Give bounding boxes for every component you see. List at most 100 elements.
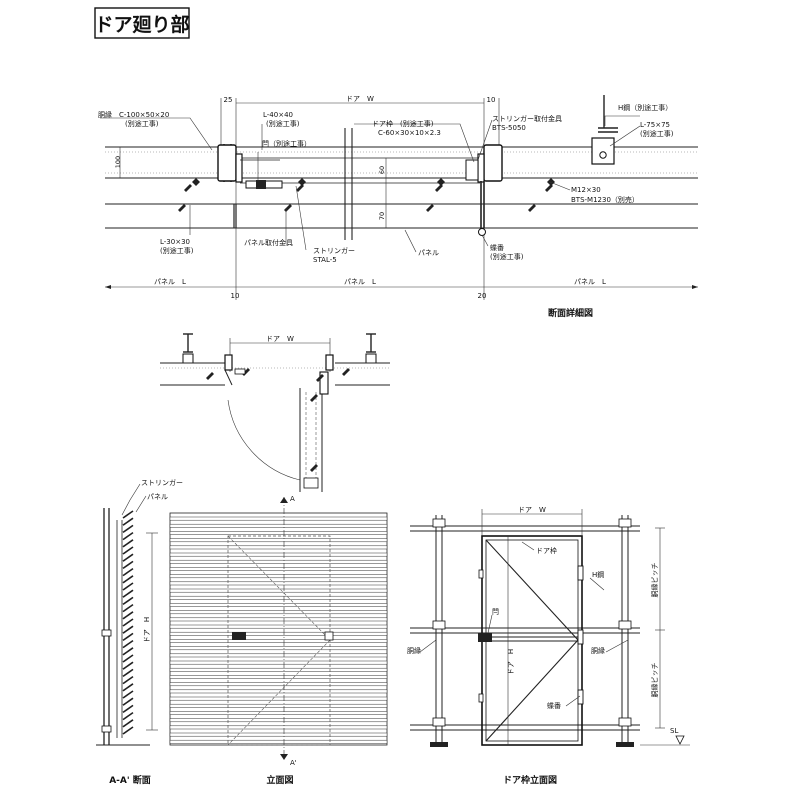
dim-60: 60 <box>378 166 386 174</box>
dim-25: 25 <box>224 96 233 104</box>
elevation-slat <box>169 523 388 528</box>
label-hinge-betto: (別途工事) <box>490 252 524 261</box>
louver-slat <box>122 632 134 642</box>
louver-slat <box>122 539 134 548</box>
elevation-slat <box>169 531 388 535</box>
section-detail: 25 ドア W 10 <box>98 95 698 319</box>
label-l75-betto: (別途工事) <box>640 129 674 138</box>
dim-70: 70 <box>378 212 386 220</box>
dim-panel-l-left: パネル L <box>154 278 186 286</box>
label-panel: パネル <box>418 249 439 257</box>
section-aa: ドア H ストリンガー パネル A-A' 断面 <box>96 478 183 786</box>
louver-slat <box>122 510 134 519</box>
elevation-slat <box>169 617 388 622</box>
label-door-frame-c: C-60×30×10×2.3 <box>378 129 441 137</box>
louver-slat <box>122 603 134 613</box>
frame-label-dobuchi-right: 胴縁 <box>591 646 605 655</box>
dim-20: 20 <box>478 292 487 300</box>
frame-dim-pitch-2: 胴縁ピッチ <box>650 663 659 698</box>
caption-section-aa: A-A' 断面 <box>109 774 151 786</box>
louver-slat <box>122 582 134 591</box>
louver-slat <box>122 647 134 656</box>
dim-100: 100 <box>114 156 122 168</box>
louver-slat <box>122 611 134 620</box>
label-m12: M12×30 <box>571 186 601 194</box>
frame-dim-door-w: ドア W <box>518 506 546 514</box>
elevation-slats <box>169 516 388 744</box>
door-plan: ドア W <box>160 333 390 492</box>
caption-section-detail: 断面詳細図 <box>548 307 593 319</box>
label-hinge: 蝶番 <box>490 243 504 252</box>
label-stringer: ストリンガー <box>313 246 355 255</box>
label-kannuki: 閂（別途工事） <box>262 139 311 148</box>
label-bts5050: BTS-5050 <box>492 124 526 132</box>
caption-frame-elevation: ドア枠立面図 <box>503 774 557 786</box>
label-h-steel: H鋼（別途工事） <box>618 103 672 112</box>
frame-label-kannuki: 閂 <box>492 608 499 616</box>
louver-slat <box>122 517 134 526</box>
aa-label-stringer: ストリンガー <box>141 478 183 487</box>
elevation-slat <box>169 703 388 708</box>
elevation-slat <box>169 588 388 593</box>
dim-10-top: 10 <box>487 96 496 104</box>
louver-slat <box>122 596 134 606</box>
elevation-slat <box>169 516 388 521</box>
frame-label-sl: SL <box>670 727 678 735</box>
louver-slat <box>122 546 134 555</box>
elevation-slat <box>169 725 388 730</box>
louver-slat <box>122 675 134 685</box>
elevation-mark-a: A <box>290 495 295 503</box>
elevation-slat <box>169 711 388 715</box>
label-dobuchi: 胴縁 C-100×50×20 <box>98 110 169 119</box>
dim-panel-l-right: パネル L <box>574 278 606 286</box>
louver-slats-aa <box>122 510 134 735</box>
louver-slat <box>122 683 134 692</box>
aa-label-panel: パネル <box>147 493 168 501</box>
frame-dim-door-h: ドア H <box>507 649 515 675</box>
louver-slat <box>122 575 134 584</box>
label-bts-m1230: BTS-M1230（別売） <box>571 195 639 204</box>
elevation-slat <box>169 696 388 701</box>
label-stal5: STAL-5 <box>313 256 337 264</box>
elevation-slat <box>169 538 388 543</box>
elevation-slat <box>169 639 388 643</box>
frame-dim-pitch-1: 胴縁ピッチ <box>650 563 659 598</box>
elevation-slat <box>169 646 388 651</box>
elevation-mark-a-prime: A' <box>290 759 297 767</box>
frame-elevation: ドア W ドア H 胴縁ピッチ 胴縁ピッチ SL ドア枠 H鋼 閂 胴縁 胴縁 … <box>407 506 690 786</box>
plan-dim-door-w: ドア W <box>266 335 294 343</box>
elevation-slat <box>169 739 388 744</box>
louver-slat <box>122 560 134 570</box>
louver-slat <box>122 711 134 721</box>
louver-slat <box>122 661 134 670</box>
elevation-slat <box>169 660 388 665</box>
label-l75: L-75×75 <box>640 121 670 129</box>
elevation-slat <box>169 552 388 557</box>
label-l40: L-40×40 <box>263 111 293 119</box>
louver-slat <box>122 531 134 541</box>
elevation-slat <box>169 653 388 658</box>
elevation-slat <box>169 718 388 723</box>
page-title: ドア廻り部 <box>94 13 189 36</box>
louver-slat <box>122 690 134 699</box>
caption-elevation: 立面図 <box>266 774 293 786</box>
elevation-slat <box>169 610 388 615</box>
label-dobuchi-betto: (別途工事) <box>125 119 159 128</box>
louver-slat <box>122 625 134 634</box>
elevation-slat <box>169 624 388 629</box>
louver-slat <box>122 618 134 627</box>
label-panel-fitting: パネル取付金具 <box>244 238 293 247</box>
elevation: A A' 立面図 <box>169 495 388 786</box>
elevation-slat <box>169 545 388 550</box>
louver-slat <box>122 553 134 562</box>
louver-slat <box>122 567 134 577</box>
louver-slat <box>122 654 134 663</box>
label-l30-betto: (別途工事) <box>160 246 194 255</box>
elevation-slat <box>169 574 388 579</box>
elevation-slat <box>169 595 388 600</box>
frame-label-h-steel: H鋼 <box>592 570 604 579</box>
louver-slat <box>122 589 134 598</box>
elevation-slat <box>169 581 388 586</box>
label-stringer-fitting: ストリンガー取付金具 <box>492 114 562 123</box>
